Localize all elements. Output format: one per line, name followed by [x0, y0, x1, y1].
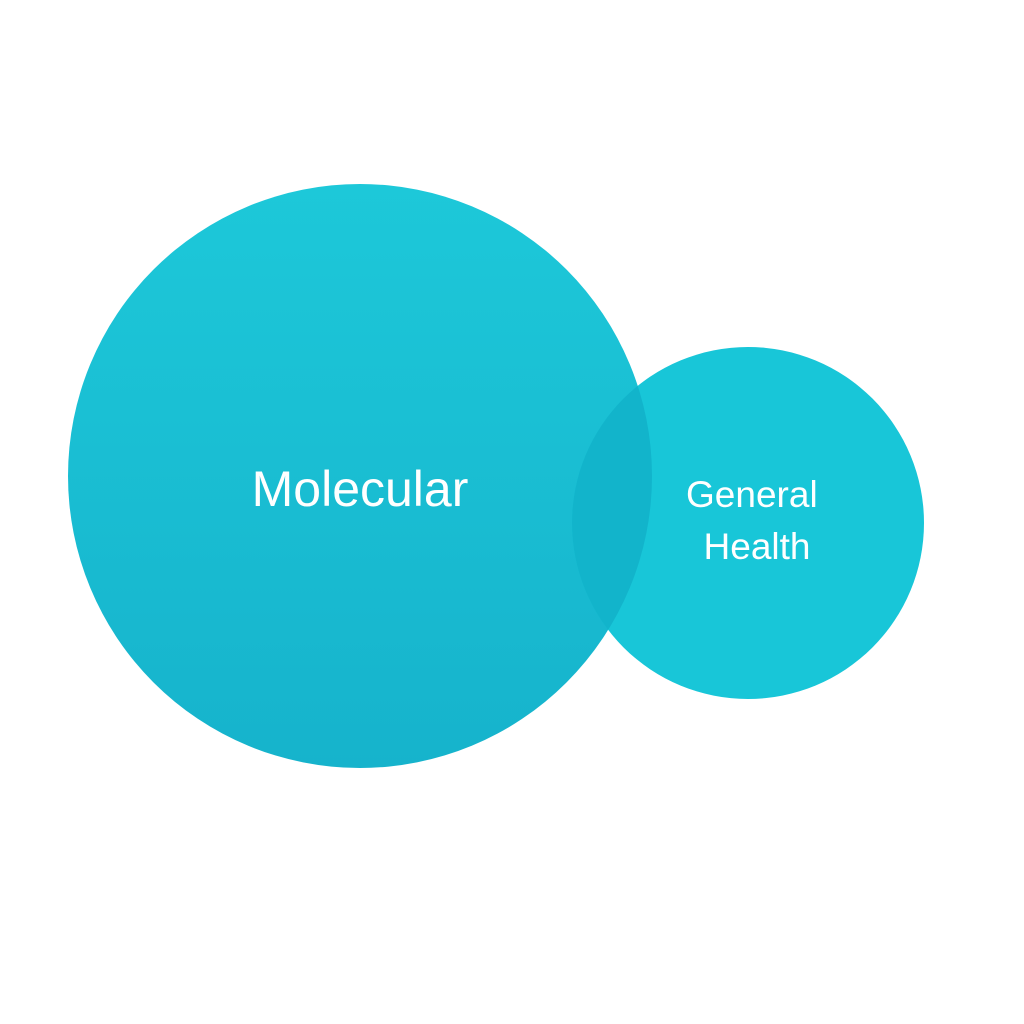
label-molecular-line-1: Molecular — [252, 461, 469, 517]
circle-molecular — [68, 184, 652, 768]
label-general-health-line-2: Health — [704, 526, 811, 567]
circle-general-health — [572, 347, 924, 699]
label-general-health-line-1: General — [686, 474, 818, 515]
label-molecular: Molecular — [252, 461, 469, 517]
label-general-health: General Health — [686, 474, 828, 567]
